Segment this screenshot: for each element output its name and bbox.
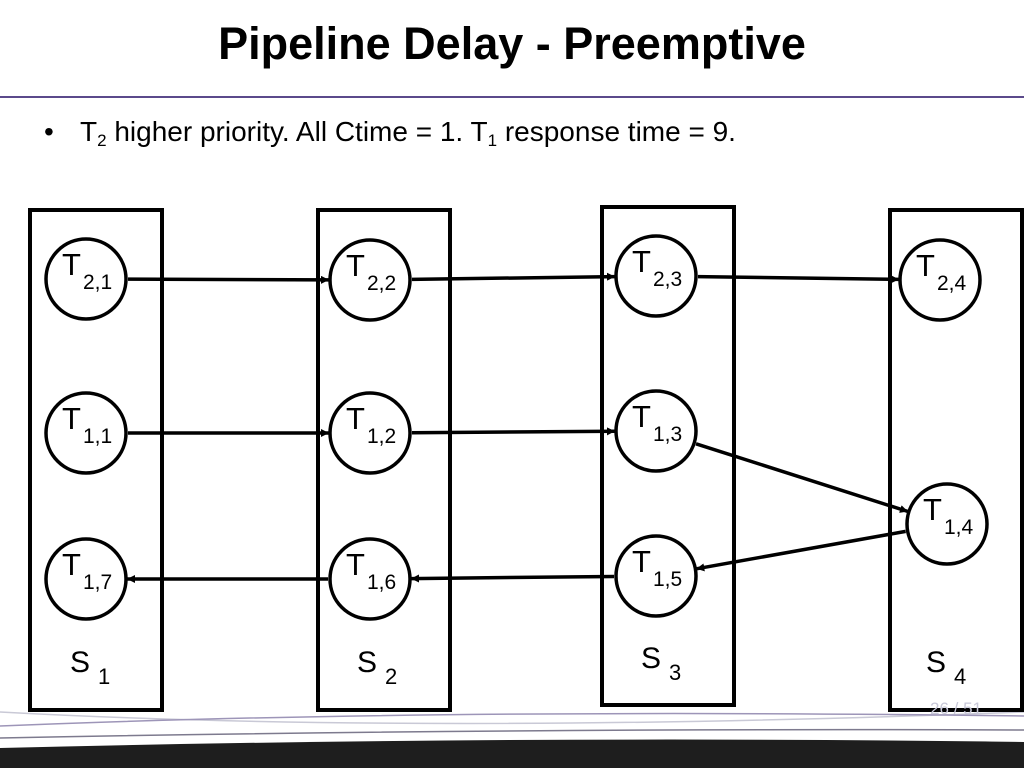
- page-number: 26 / 51: [930, 699, 982, 718]
- task-label-t24: T2,4: [916, 248, 966, 295]
- task-node-t11: T1,1: [44, 391, 128, 475]
- task-node-t24: T2,4: [898, 238, 982, 322]
- task-label-t17: T1,7: [62, 547, 112, 594]
- footer-decoration: [0, 711, 1024, 768]
- task-label-t22: T2,2: [346, 248, 396, 295]
- bullet-dot: •: [44, 116, 54, 147]
- task-label-t16: T1,6: [346, 547, 396, 594]
- task-node-t13: T1,3: [614, 389, 698, 473]
- t1-letter: T: [470, 116, 488, 147]
- task-node-t22: T2,2: [328, 238, 412, 322]
- task-label-t21: T2,1: [62, 247, 112, 294]
- task-label-t12: T1,2: [346, 401, 396, 448]
- task-label-t23: T2,3: [632, 244, 682, 291]
- t2-subscript: 2: [97, 131, 107, 150]
- slide-title: Pipeline Delay - Preemptive: [218, 18, 806, 69]
- task-node-t16: T1,6: [328, 537, 412, 621]
- task-node-t21: T2,1: [44, 237, 128, 321]
- task-label-t11: T1,1: [62, 401, 112, 448]
- arrow-t13-t14: [695, 442, 909, 514]
- task-label-t13: T1,3: [632, 399, 682, 446]
- arrow-t15-t16: [410, 574, 615, 583]
- title-divider: [0, 96, 1024, 98]
- task-label-t14: T1,4: [923, 492, 973, 539]
- t2-letter: T: [80, 116, 98, 147]
- bullet-item: •T2 higher priority. All Ctime = 1. T1 r…: [44, 116, 736, 151]
- arrow-t14-t15: [696, 529, 906, 572]
- arrow-t23-t24: [697, 274, 900, 284]
- bullet-mid-text: higher priority. All Ctime = 1.: [106, 116, 471, 147]
- arrow-t21-t22: [127, 275, 330, 284]
- bullet-end-text: response time = 9.: [497, 116, 736, 147]
- task-node-t14: T1,4: [905, 482, 989, 566]
- arrow-t22-t23: [411, 272, 616, 282]
- task-node-t23: T2,3: [614, 234, 698, 318]
- arrow-t12-t13: [411, 427, 616, 436]
- task-label-t15: T1,5: [632, 544, 682, 591]
- task-node-t17: T1,7: [44, 537, 128, 621]
- t1-subscript: 1: [487, 131, 498, 150]
- task-node-t12: T1,2: [328, 391, 412, 475]
- task-node-t15: T1,5: [614, 534, 698, 618]
